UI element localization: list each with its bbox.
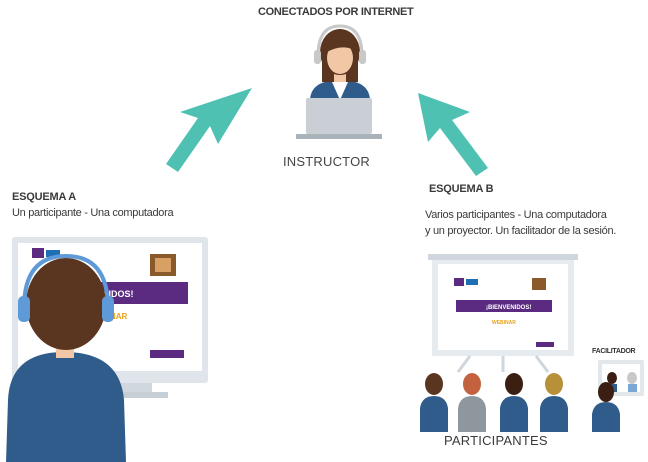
facilitator-label: FACILITADOR: [592, 348, 636, 355]
scheme-b-projector-screen: [428, 254, 578, 373]
scheme-b-title: ESQUEMA B: [429, 183, 494, 195]
participant-1: [420, 373, 448, 432]
scheme-a-title: ESQUEMA A: [12, 191, 77, 203]
arrow-right: [418, 93, 488, 176]
scheme-a-description: Un participante - Una computadora: [12, 207, 174, 219]
participants-label: PARTICIPANTES: [444, 433, 548, 448]
scheme-b-description-line2: y un proyector. Un facilitador de la ses…: [425, 225, 617, 237]
scheme-b-screen-content: ¡BIENVENIDOS! WEBINAR: [454, 278, 554, 347]
scheme-a-screen-banner: NIDOS!: [102, 289, 134, 299]
instructor-label: INSTRUCTOR: [283, 154, 370, 169]
participant-4: [540, 373, 568, 432]
scheme-b-screen-banner: ¡BIENVENIDOS!: [486, 305, 531, 311]
scheme-a-participant: [6, 253, 126, 462]
instructor-figure: [296, 24, 382, 139]
arrow-left: [166, 88, 252, 172]
participant-3: [500, 373, 528, 432]
scheme-b-screen-subtitle: WEBINAR: [492, 320, 516, 326]
scheme-a-screen-subtitle: NAR: [110, 312, 128, 321]
facilitator-figure: [592, 360, 644, 432]
participant-2: [458, 373, 486, 432]
diagram-title: CONECTADOS POR INTERNET: [258, 6, 414, 18]
scheme-b-description-line1: Varios participantes - Una computadora: [425, 209, 607, 221]
